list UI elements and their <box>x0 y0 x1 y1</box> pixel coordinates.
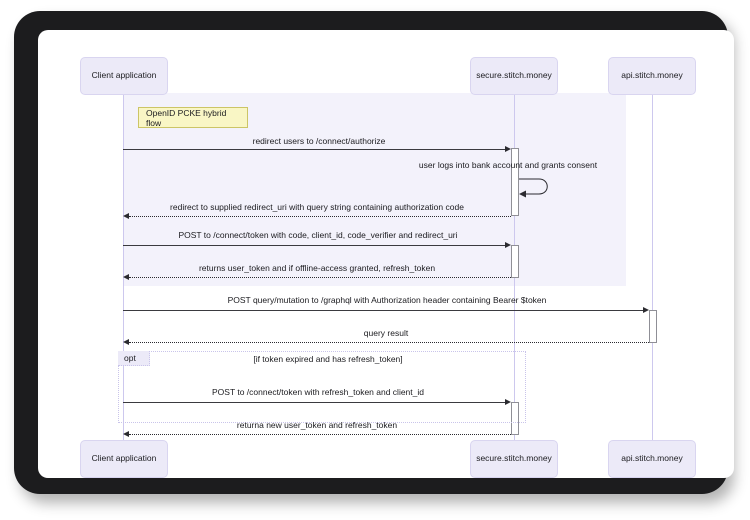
fragment-operator-label: opt <box>124 353 136 363</box>
message-arrowhead-8 <box>505 398 511 405</box>
message-label-2: user logs into bank account and grants c… <box>418 160 598 170</box>
message-arrowhead-7 <box>123 338 129 345</box>
message-label-3: redirect to supplied redirect_uri with q… <box>170 202 464 212</box>
message-line-6 <box>123 310 647 311</box>
message-label-1: redirect users to /connect/authorize <box>252 136 386 146</box>
message-line-9 <box>129 434 511 435</box>
participant-label: api.stitch.money <box>621 453 683 464</box>
message-line-4 <box>123 245 509 246</box>
diagram-page: Client application secure.stitch.money a… <box>38 30 734 478</box>
participant-client-bottom[interactable]: Client application <box>80 440 168 478</box>
activation-api-1 <box>649 310 657 343</box>
note-openid-flow: OpenID PCKE hybrid flow <box>138 107 248 128</box>
fragment-operator-label-box: opt <box>118 351 150 366</box>
activation-secure-3 <box>511 402 519 435</box>
participant-api-top[interactable]: api.stitch.money <box>608 57 696 95</box>
message-arrowhead-3 <box>123 212 129 219</box>
message-label-8: POST to /connect/token with refresh_toke… <box>212 387 424 397</box>
message-arrowhead-9 <box>123 430 129 437</box>
participant-label: secure.stitch.money <box>476 70 552 81</box>
participant-secure-top[interactable]: secure.stitch.money <box>470 57 558 95</box>
note-label: OpenID PCKE hybrid flow <box>146 107 227 128</box>
participant-label: api.stitch.money <box>621 70 683 81</box>
message-label-9: returna new user_token and refresh_token <box>236 420 398 430</box>
device-frame: Client application secure.stitch.money a… <box>14 11 734 494</box>
message-label-4: POST to /connect/token with code, client… <box>178 230 458 240</box>
message-selfloop-2 <box>519 178 548 198</box>
message-line-3 <box>129 216 511 217</box>
fragment-condition-label: [if token expired and has refresh_token] <box>253 354 403 364</box>
fragment-opt <box>118 351 526 423</box>
participant-label: Client application <box>91 70 157 81</box>
message-arrowhead-1 <box>505 145 511 152</box>
sequence-diagram-canvas: Client application secure.stitch.money a… <box>38 30 734 478</box>
message-label-5: returns user_token and if offline-access… <box>198 263 436 273</box>
participant-client-top[interactable]: Client application <box>80 57 168 95</box>
message-line-1 <box>123 149 509 150</box>
message-arrowhead-4 <box>505 241 511 248</box>
participant-secure-bottom[interactable]: secure.stitch.money <box>470 440 558 478</box>
activation-secure-2 <box>511 245 519 278</box>
participant-label: Client application <box>91 453 157 464</box>
message-arrowhead-6 <box>643 306 649 313</box>
participant-api-bottom[interactable]: api.stitch.money <box>608 440 696 478</box>
lifeline-api <box>652 95 653 450</box>
participant-label: secure.stitch.money <box>476 453 552 464</box>
lifeline-client <box>123 95 124 450</box>
activation-secure-1 <box>511 148 519 216</box>
message-line-5 <box>129 277 511 278</box>
message-line-7 <box>129 342 649 343</box>
message-label-6: POST query/mutation to /graphql with Aut… <box>227 295 547 305</box>
message-label-7: query result <box>363 328 409 338</box>
message-line-8 <box>123 402 509 403</box>
message-arrowhead-5 <box>123 273 129 280</box>
